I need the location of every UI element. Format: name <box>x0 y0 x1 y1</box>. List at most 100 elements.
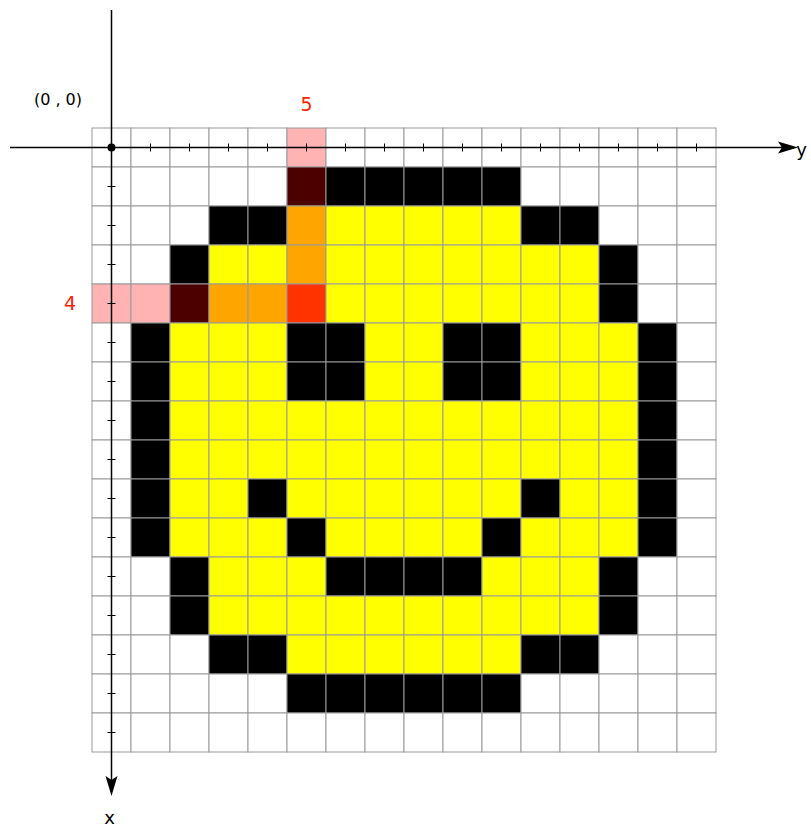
pixel-cell <box>170 323 209 362</box>
pixel-cell <box>404 167 443 206</box>
pixel-cell <box>443 557 482 596</box>
pixel-cell <box>599 557 638 596</box>
pixel-cell <box>209 713 248 752</box>
pixel-cell <box>677 674 716 713</box>
pixel-cell <box>131 362 170 401</box>
pixel-cell <box>638 557 677 596</box>
pixel-cell <box>365 323 404 362</box>
pixel-cell <box>248 401 287 440</box>
axis-tick <box>501 144 502 152</box>
pixel-cell <box>677 245 716 284</box>
pixel-cell <box>170 479 209 518</box>
pixel-cell <box>560 362 599 401</box>
pixel-cell <box>170 557 209 596</box>
pixel-cell <box>170 596 209 635</box>
pixel-cell <box>599 479 638 518</box>
pixel-cell <box>482 674 521 713</box>
pixel-cell <box>365 674 404 713</box>
pixel-cell <box>404 713 443 752</box>
pixel-cell <box>638 245 677 284</box>
axis-tick <box>108 615 116 616</box>
pixel-cell <box>365 245 404 284</box>
pixel-cell <box>599 245 638 284</box>
pixel-cell <box>131 440 170 479</box>
axis-tick <box>108 576 116 577</box>
pixel-cell <box>443 635 482 674</box>
pixel-cell <box>443 479 482 518</box>
pixel-cell <box>404 323 443 362</box>
pixel-cell <box>287 323 326 362</box>
axis-tick <box>345 144 346 152</box>
pixel-cell <box>560 323 599 362</box>
pixel-cell <box>560 713 599 752</box>
pixel-cell <box>209 323 248 362</box>
pixel-cell <box>482 479 521 518</box>
pixel-cell <box>599 596 638 635</box>
pixel-cell <box>638 713 677 752</box>
column-index: 5 <box>300 95 312 114</box>
pixel-cell <box>677 713 716 752</box>
axis-tick <box>108 186 116 187</box>
pixel-cell <box>443 440 482 479</box>
pixel-cell <box>326 167 365 206</box>
pixel-cell <box>248 518 287 557</box>
axis-tick <box>108 459 116 460</box>
pixel-cell <box>638 440 677 479</box>
axis-tick <box>108 654 116 655</box>
pixel-cell <box>560 284 599 323</box>
pixel-cell <box>326 206 365 245</box>
pixel-cell <box>521 284 560 323</box>
pixel-cell <box>404 635 443 674</box>
pixel-cell <box>404 362 443 401</box>
pixel-cell <box>677 479 716 518</box>
pixel-cell <box>677 284 716 323</box>
pixel-cell <box>560 635 599 674</box>
pixel-cell <box>482 323 521 362</box>
pixel-cell <box>677 596 716 635</box>
axis-tick <box>306 144 307 152</box>
pixel-cell <box>287 206 326 245</box>
pixel-cell <box>521 440 560 479</box>
axis-tick <box>462 144 463 152</box>
pixel-cell <box>209 167 248 206</box>
pixel-cell <box>248 674 287 713</box>
pixel-cell <box>599 401 638 440</box>
pixel-cell <box>326 401 365 440</box>
pixel-cell <box>521 635 560 674</box>
pixel-cell <box>482 167 521 206</box>
pixel-cell <box>170 362 209 401</box>
pixel-cell <box>599 713 638 752</box>
axis-tick <box>108 732 116 733</box>
pixel-cell <box>365 713 404 752</box>
pixel-cell <box>443 401 482 440</box>
axis-tick <box>108 498 116 499</box>
pixel-cell <box>326 674 365 713</box>
pixel-cell <box>560 245 599 284</box>
pixel-cell <box>365 596 404 635</box>
pixel-cell <box>404 596 443 635</box>
pixel-cell <box>131 479 170 518</box>
pixel-cell <box>326 479 365 518</box>
pixel-cell <box>482 284 521 323</box>
pixel-cell <box>521 167 560 206</box>
pixel-cell <box>599 323 638 362</box>
pixel-cell <box>209 245 248 284</box>
pixel-cell <box>638 323 677 362</box>
axis-tick <box>108 303 116 304</box>
pixel-cell <box>287 674 326 713</box>
pixel-cell <box>365 284 404 323</box>
pixel-cell <box>482 362 521 401</box>
axis-tick <box>108 264 116 265</box>
pixel-cell <box>209 440 248 479</box>
pixel-cell <box>521 362 560 401</box>
pixel-cell <box>209 206 248 245</box>
pixel-cell <box>599 635 638 674</box>
pixel-cell <box>248 557 287 596</box>
pixel-cell <box>209 635 248 674</box>
pixel-cell <box>326 323 365 362</box>
pixel-cell <box>404 401 443 440</box>
pixel-cell <box>248 635 287 674</box>
pixel-cell <box>482 245 521 284</box>
pixel-cell <box>287 479 326 518</box>
